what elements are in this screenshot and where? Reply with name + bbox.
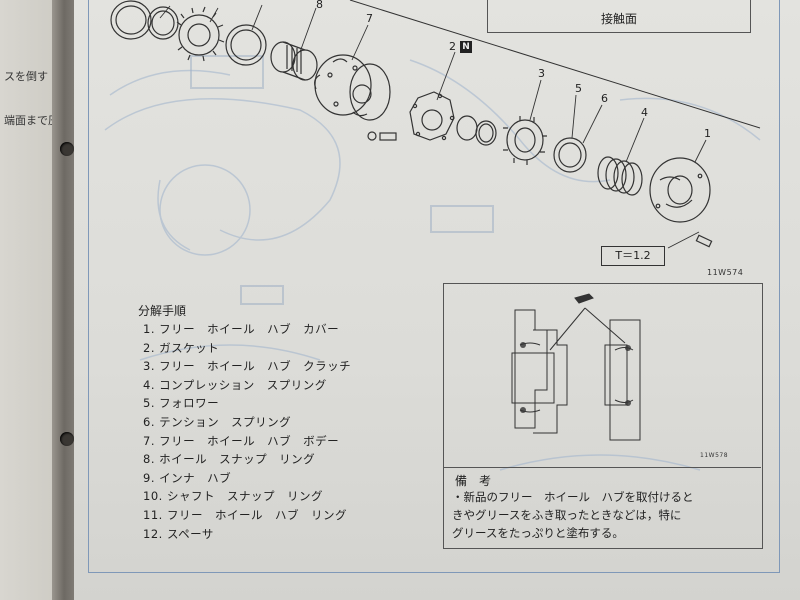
procedure-step: 2. ガスケット	[143, 340, 220, 355]
new-part-badge: N	[460, 41, 472, 53]
procedure-step: 3. フリー ホイール ハブ クラッチ	[143, 359, 352, 374]
part-number-6: 6	[601, 92, 608, 105]
detail-note-box	[443, 283, 763, 549]
procedure-list: 1. フリー ホイール ハブ カバー 2. ガスケット 3. フリー ホイール …	[143, 321, 351, 544]
page-border	[88, 0, 780, 573]
contact-surface-box: 接触面	[487, 0, 751, 33]
procedure-step: 12. スペーサ	[143, 526, 214, 541]
show-through-mark	[240, 285, 284, 305]
part-number-4: 4	[641, 106, 648, 119]
procedure-step: 10. シャフト スナップ リング	[143, 489, 323, 504]
part-number-5: 5	[575, 82, 582, 95]
note-divider	[443, 467, 761, 468]
procedure-step: 4. コンプレッション スプリング	[143, 377, 327, 392]
note-line: グリースをたっぷりと塗布する。	[452, 526, 624, 540]
procedure-step: 5. フォロワー	[143, 396, 220, 411]
show-through-mark	[430, 205, 494, 233]
binder-hole	[60, 142, 74, 156]
procedure-step: 6. テンション スプリング	[143, 414, 292, 429]
figure-code: 11W574	[707, 268, 744, 277]
part-number-7: 7	[366, 12, 373, 25]
procedure-title: 分解手順	[138, 304, 187, 318]
part-number-2: 2	[449, 40, 456, 53]
axis-line	[349, 0, 761, 129]
show-through-mark	[190, 55, 264, 89]
note-heading: 備 考	[455, 474, 492, 488]
part-number-1: 1	[704, 127, 711, 140]
procedure-step: 9. インナ ハブ	[143, 470, 232, 485]
previous-page-text: 端面まで圧	[4, 114, 59, 127]
binder-hole	[60, 432, 74, 446]
previous-page-text: スを倒す	[4, 70, 48, 83]
procedure-step: 8. ホイール スナップ リング	[143, 452, 316, 467]
part-number-3: 3	[538, 67, 545, 80]
detail-figure-code: 11W578	[700, 452, 729, 459]
procedure-step: 11. フリー ホイール ハブ リング	[143, 507, 347, 522]
note-body: ・新品のフリー ホイール ハブを取付けると きやグリースをふき取ったときなどは，…	[452, 488, 757, 542]
note-line: ・新品のフリー ホイール ハブを取付けると	[452, 490, 694, 504]
note-line: きやグリースをふき取ったときなどは，特に	[452, 508, 682, 522]
torque-spec-box: T＝1.2	[601, 246, 665, 266]
procedure-step: 7. フリー ホイール ハブ ボデー	[143, 433, 340, 448]
procedure-step: 1. フリー ホイール ハブ カバー	[143, 322, 340, 336]
part-number-8: 8	[316, 0, 323, 11]
contact-surface-label: 接触面	[600, 12, 637, 26]
